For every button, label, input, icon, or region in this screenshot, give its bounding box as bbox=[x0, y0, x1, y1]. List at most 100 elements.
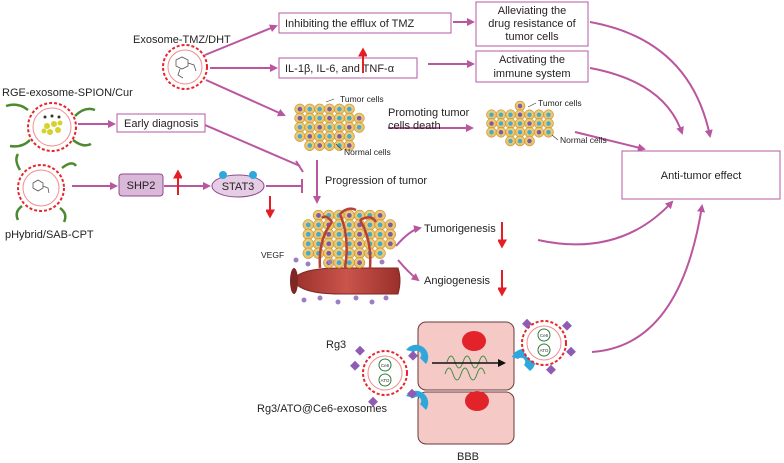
promoting-label-2: cells death bbox=[388, 120, 441, 132]
early-diagnosis-label: Early diagnosis bbox=[124, 118, 199, 130]
cell-nucleus bbox=[377, 241, 383, 247]
bbb-label: BBB bbox=[457, 451, 479, 463]
cell-nucleus bbox=[337, 124, 342, 130]
cell-nucleus bbox=[346, 231, 352, 237]
cell-nucleus bbox=[327, 124, 332, 130]
cell-nucleus bbox=[517, 121, 523, 126]
cell-nucleus bbox=[367, 222, 373, 228]
cell-nucleus bbox=[307, 134, 313, 139]
cell-nucleus bbox=[346, 241, 352, 247]
cell-nucleus bbox=[527, 130, 532, 135]
cell-nucleus bbox=[377, 250, 383, 256]
cell-nucleus bbox=[517, 130, 523, 135]
cytokines-label: IL-1β, IL-6, and TNF-α bbox=[285, 63, 395, 75]
anti-tumor-label: Anti-tumor effect bbox=[661, 170, 742, 182]
bbb-cells bbox=[417, 321, 515, 445]
cell-nucleus bbox=[336, 260, 342, 266]
cell-nucleus bbox=[316, 241, 321, 247]
shp2-label: SHP2 bbox=[127, 180, 156, 192]
cell-nucleus bbox=[346, 134, 352, 139]
activating-box bbox=[475, 50, 589, 83]
vegf-particles bbox=[293, 257, 389, 305]
cell-nucleus bbox=[527, 112, 532, 117]
cell-nucleus bbox=[356, 115, 362, 121]
cell-nucleus bbox=[346, 124, 352, 130]
cell-nucleus bbox=[498, 112, 504, 117]
cell-nucleus bbox=[536, 121, 542, 126]
cell-nucleus bbox=[317, 115, 322, 121]
cell-nucleus bbox=[297, 124, 303, 130]
ato-label-left: ATO bbox=[381, 378, 390, 383]
cell-nucleus bbox=[317, 143, 322, 148]
cell-nucleus bbox=[305, 241, 311, 247]
cell-nucleus bbox=[346, 250, 352, 256]
cell-nucleus bbox=[336, 250, 342, 256]
stat3-label: STAT3 bbox=[222, 181, 255, 193]
flow-arrows bbox=[72, 18, 713, 353]
cell-nucleus bbox=[305, 231, 311, 237]
angiogenesis-label: Angiogenesis bbox=[424, 275, 491, 287]
progression-label: Progression of tumor bbox=[325, 175, 427, 187]
promoting-label-1: Promoting tumor bbox=[388, 107, 470, 119]
cell-nucleus bbox=[517, 112, 523, 117]
tumor-cluster-2 bbox=[486, 100, 554, 147]
cell-nucleus bbox=[489, 121, 494, 126]
cell-nucleus bbox=[517, 103, 523, 109]
cell-nucleus bbox=[536, 130, 542, 135]
cytokines-box bbox=[278, 57, 418, 79]
cell-nucleus bbox=[327, 143, 332, 148]
cell-nucleus bbox=[336, 222, 342, 228]
inhibition-lines bbox=[204, 124, 304, 193]
cell-nucleus bbox=[367, 231, 373, 237]
normal-cells-label-1: Normal cells bbox=[344, 147, 391, 157]
cell-nucleus bbox=[387, 241, 393, 247]
cell-nucleus bbox=[508, 130, 513, 135]
stat3-node bbox=[211, 171, 265, 198]
tumor-cluster-3 bbox=[302, 209, 396, 269]
cell-nucleus bbox=[307, 143, 313, 148]
cell-nucleus bbox=[536, 112, 542, 117]
cell-nucleus bbox=[326, 250, 332, 256]
exosome-tmz-dht-particle bbox=[162, 44, 208, 90]
cell-nucleus bbox=[307, 115, 313, 121]
cell-nucleus bbox=[337, 143, 342, 148]
ce6-label-right: Ce6 bbox=[540, 333, 549, 338]
vegf-label: VEGF bbox=[261, 250, 284, 260]
cell-nucleus bbox=[546, 130, 551, 135]
red-regulation-arrows bbox=[178, 52, 502, 292]
cell-nucleus bbox=[326, 241, 332, 247]
cell-nucleus bbox=[377, 213, 383, 218]
cell-nucleus bbox=[546, 121, 551, 126]
cell-nucleus bbox=[387, 231, 393, 237]
tumor-cells-label-1: Tumor cells bbox=[340, 94, 384, 104]
rg3-label: Rg3 bbox=[326, 339, 346, 351]
cell-nucleus bbox=[337, 115, 342, 121]
cell-nucleus bbox=[356, 124, 362, 130]
cell-nucleus bbox=[508, 112, 513, 117]
rg3-exosome-left: Ce6 ATO bbox=[350, 345, 418, 407]
cell-nucleus bbox=[346, 260, 352, 266]
inhibiting-efflux-label: Inhibiting the efflux of TMZ bbox=[285, 18, 414, 30]
cell-nucleus bbox=[316, 231, 321, 237]
cell-nucleus bbox=[527, 121, 532, 126]
cell-nucleus bbox=[297, 115, 303, 121]
anti-tumor-box bbox=[621, 150, 781, 200]
tumorigenesis-label: Tumorigenesis bbox=[424, 223, 496, 235]
cell-nucleus bbox=[307, 106, 313, 112]
rg3-exosomes-label: Rg3/ATO@Ce6-exosomes bbox=[257, 403, 387, 415]
cell-nucleus bbox=[305, 250, 311, 256]
cell-nucleus bbox=[327, 106, 332, 112]
cell-nucleus bbox=[297, 106, 303, 112]
activating-label-1: Activating the bbox=[499, 54, 565, 66]
cell-nucleus bbox=[357, 250, 362, 256]
alleviating-label-3: tumor cells bbox=[505, 31, 559, 43]
tumor-vasculature bbox=[290, 267, 401, 295]
cell-nucleus bbox=[327, 134, 332, 139]
cell-nucleus bbox=[297, 134, 303, 139]
cell-nucleus bbox=[305, 222, 311, 228]
cell-nucleus bbox=[387, 222, 393, 228]
cell-nucleus bbox=[336, 231, 342, 237]
normal-cells-label-2: Normal cells bbox=[560, 135, 607, 145]
cell-nucleus bbox=[317, 134, 322, 139]
